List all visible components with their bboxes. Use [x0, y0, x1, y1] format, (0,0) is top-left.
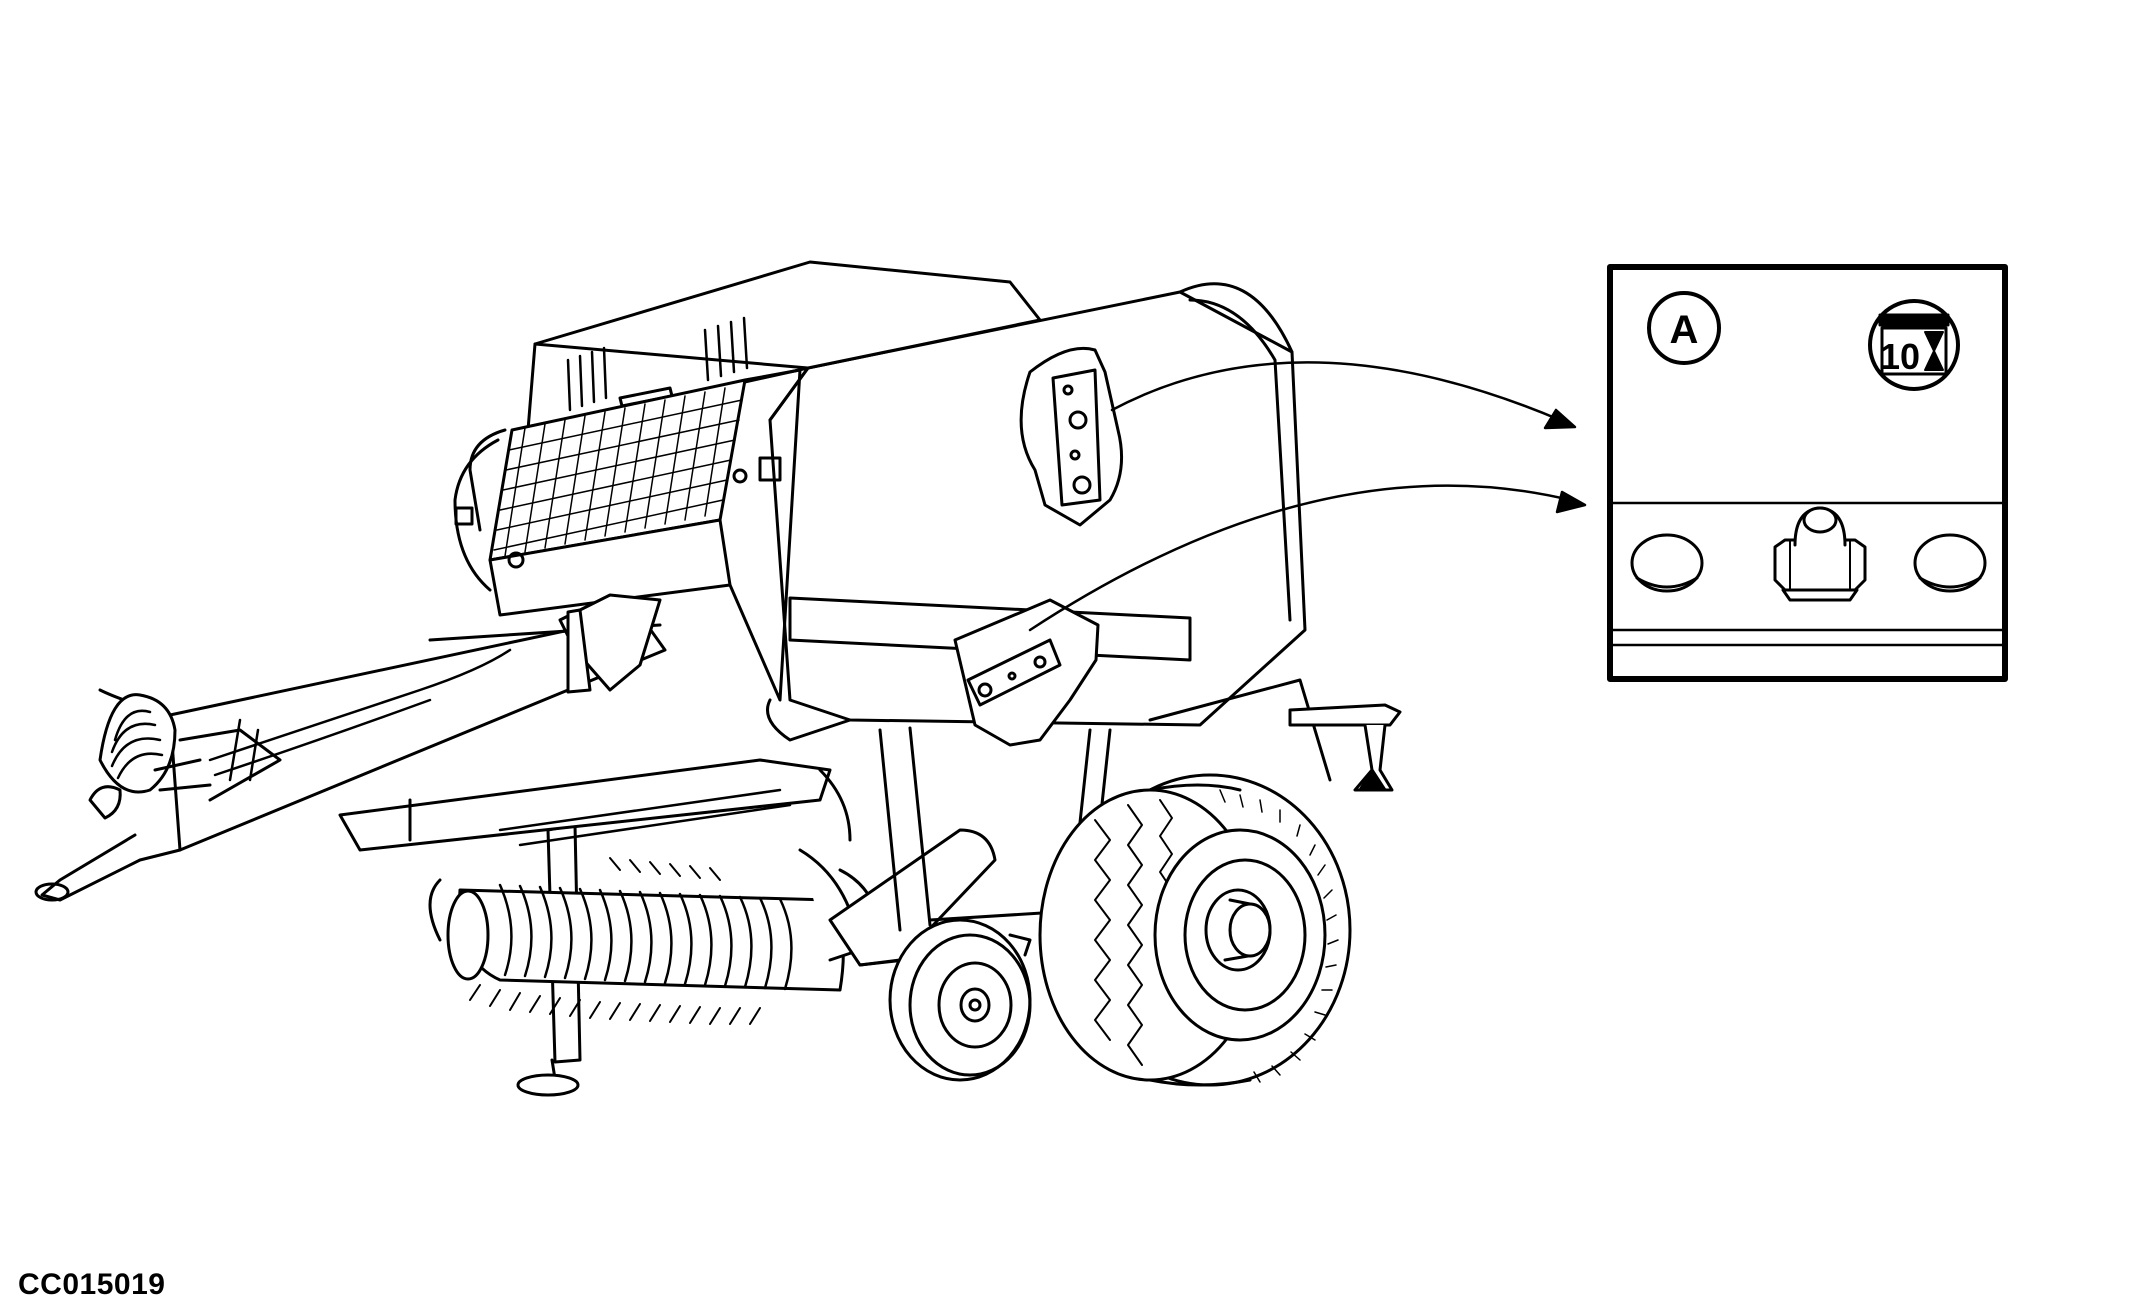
lower-lube-decal [955, 600, 1098, 745]
vent-slots [568, 318, 747, 410]
front-mesh-screen [490, 380, 745, 560]
lube-interval-value: 10 [1880, 336, 1920, 377]
gauge-wheel [890, 920, 1030, 1080]
pto-shaft [90, 695, 280, 818]
upper-lube-decal [1021, 348, 1121, 525]
main-tire [1040, 775, 1350, 1085]
detail-view-a: A 10 [1610, 267, 2005, 679]
pickup-reel [430, 858, 843, 1024]
callout-a-badge: A [1649, 293, 1719, 363]
grease-fitting-icon [1632, 508, 1985, 600]
figure-reference-code: CC015019 [18, 1268, 166, 1301]
round-baler-illustration [36, 262, 1400, 1095]
lube-interval-badge-icon: 10 [1870, 301, 1958, 389]
callout-a-label: A [1670, 308, 1699, 352]
